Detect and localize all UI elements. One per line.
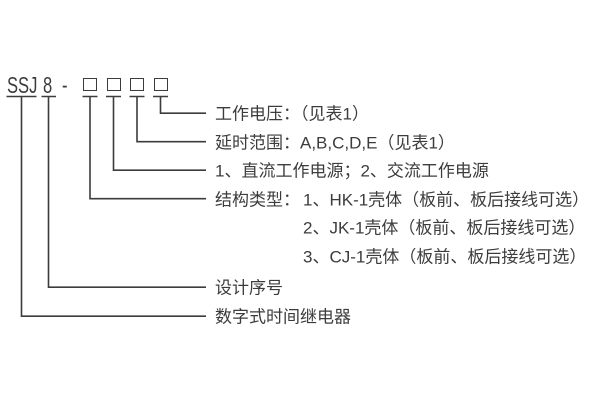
design-serial-label: 设计序号 bbox=[215, 278, 283, 298]
connector-box1 bbox=[82, 95, 206, 200]
model-digit-box-3 bbox=[130, 78, 144, 91]
power-type-label: 1、直流工作电源；2、交流工作电源 bbox=[215, 161, 489, 181]
structure-option-1: 1、HK-1壳体（板前、板后接线可选） bbox=[303, 190, 590, 209]
delay-range-label: 延时范围：A,B,C,D,E（见表1） bbox=[215, 133, 455, 152]
model-number-text: 8 bbox=[43, 71, 53, 98]
product-name-label: 数字式时间继电器 bbox=[215, 307, 351, 327]
connector-box4 bbox=[153, 95, 206, 114]
model-series-text: SSJ bbox=[7, 71, 38, 98]
connector-box2 bbox=[106, 95, 206, 171]
working-voltage-label: 工作电压：（见表1） bbox=[215, 104, 369, 124]
connector-number bbox=[41, 95, 206, 288]
connector-series bbox=[6, 95, 206, 317]
model-digit-box-1 bbox=[83, 78, 97, 91]
model-digit-box-4 bbox=[153, 78, 168, 91]
structure-option-3: 3、CJ-1壳体（板前、板后接线可选） bbox=[303, 247, 587, 266]
model-digit-box-2 bbox=[106, 78, 121, 91]
model-separator-text: - bbox=[61, 71, 68, 98]
structure-type-label: 结构类型： bbox=[215, 190, 300, 209]
connector-box3 bbox=[129, 95, 206, 143]
structure-option-2: 2、JK-1壳体（板前、板后接线可选） bbox=[303, 218, 586, 238]
